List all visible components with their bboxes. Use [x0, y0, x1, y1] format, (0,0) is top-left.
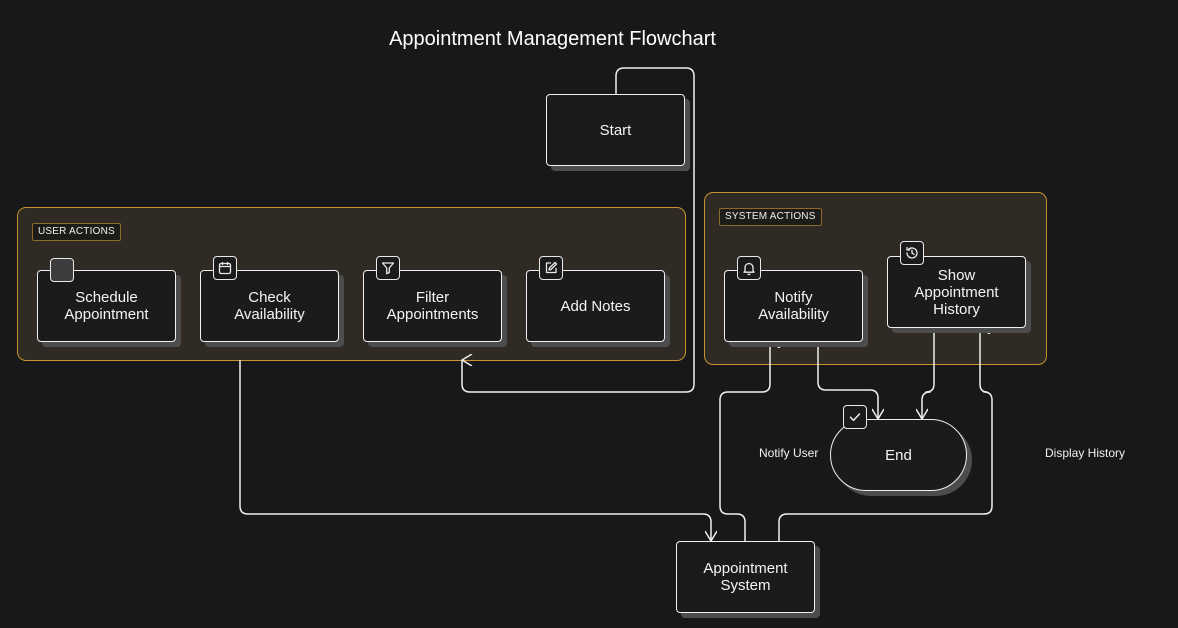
filter-icon [376, 256, 400, 280]
calendar-icon [213, 256, 237, 280]
start-label: Start [599, 121, 632, 139]
appointment-system-node[interactable]: Appointment System [676, 541, 815, 613]
edge-schedule-to-system [239, 360, 711, 541]
notify-availability-label: Notify Availability [758, 289, 829, 323]
filter-appointments-label: Filter Appointments [386, 289, 479, 323]
filter-appointments-node[interactable]: Filter Appointments [363, 270, 502, 342]
user-actions-label: USER ACTIONS [32, 223, 121, 241]
edge-label-display-history: Display History [1045, 446, 1126, 460]
edit-icon [539, 256, 563, 280]
check-availability-label: Check Availability [234, 289, 305, 323]
check-icon [843, 405, 867, 429]
end-label: End [885, 446, 912, 464]
notify-availability-node[interactable]: Notify Availability [724, 270, 863, 342]
schedule-icon [50, 258, 74, 282]
show-history-node[interactable]: Show Appointment History [887, 256, 1026, 328]
system-actions-label: SYSTEM ACTIONS [719, 208, 822, 226]
appointment-system-label: Appointment System [703, 560, 788, 594]
bell-icon [737, 256, 761, 280]
edge-system-to-notify [719, 342, 770, 541]
end-node[interactable]: End [830, 419, 967, 491]
edge-label-notify-user: Notify User [759, 446, 819, 460]
show-history-label: Show Appointment History [914, 266, 999, 318]
diagram-title: Appointment Management Flowchart [389, 28, 716, 50]
add-notes-label: Add Notes [560, 297, 631, 315]
add-notes-node[interactable]: Add Notes [526, 270, 665, 342]
check-availability-node[interactable]: Check Availability [200, 270, 339, 342]
schedule-appointment-label: Schedule Appointment [64, 289, 149, 323]
start-node[interactable]: Start [546, 94, 685, 166]
schedule-appointment-node[interactable]: Schedule Appointment [37, 270, 176, 342]
history-icon [900, 241, 924, 265]
